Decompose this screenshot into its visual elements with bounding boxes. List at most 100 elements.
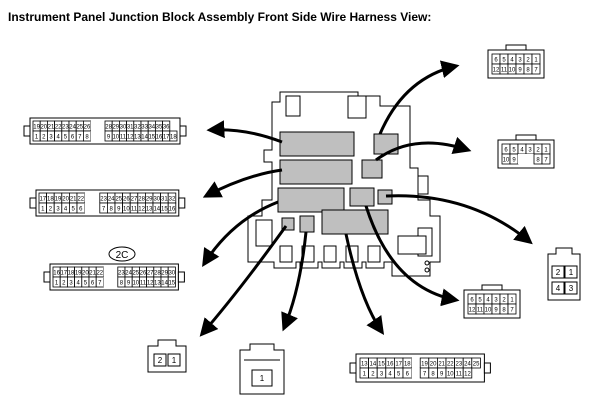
connector-single xyxy=(239,343,285,395)
pin-label: 2 xyxy=(502,298,506,304)
pin-label: 8 xyxy=(536,158,540,164)
arrow-mid-right xyxy=(375,136,472,162)
connector-latch xyxy=(481,284,503,291)
pin-label: 17 xyxy=(60,271,67,277)
pin-label: 13 xyxy=(146,207,153,213)
connector-gap xyxy=(110,267,118,277)
mount-tab-top-left xyxy=(285,95,301,117)
pin-label: 2 xyxy=(42,135,46,141)
pin-label: 7 xyxy=(102,207,106,213)
pin-label: 23 xyxy=(118,271,125,277)
pin-label: 2 xyxy=(371,372,375,378)
socket-bottom-long xyxy=(321,209,389,235)
pin-label: 22 xyxy=(96,271,103,277)
pin-label: 36 xyxy=(163,125,170,131)
pin-label: 6 xyxy=(504,148,508,154)
connector-ear-right xyxy=(179,125,187,137)
pin-label: 16 xyxy=(156,135,163,141)
pin-label: 3 xyxy=(56,207,60,213)
pin-label: 33 xyxy=(141,125,148,131)
pin-label: 14 xyxy=(153,207,160,213)
connector-gap xyxy=(103,267,111,277)
bottom-slot-1 xyxy=(279,245,293,263)
connector-gap xyxy=(92,203,100,213)
pin-label: 7 xyxy=(534,68,538,74)
pin-label: 4 xyxy=(388,372,392,378)
pin-label: 19 xyxy=(33,125,40,131)
pin-label: 18 xyxy=(170,135,177,141)
pin-label: 29 xyxy=(161,271,168,277)
connector-gap xyxy=(90,121,98,131)
socket-mid-left xyxy=(279,159,353,185)
pin-label: 24 xyxy=(69,125,76,131)
pin-label: 2 xyxy=(536,148,540,154)
pin-label: 4 xyxy=(486,298,490,304)
pin-label: 3 xyxy=(518,58,522,64)
pin-label: 20 xyxy=(430,362,437,368)
pin-label: 11 xyxy=(131,207,138,213)
pin-label: 5 xyxy=(72,207,76,213)
connector-latch xyxy=(505,44,527,51)
pin-label: 32 xyxy=(169,197,176,203)
connector-small2 xyxy=(147,339,187,373)
pin-label: 9 xyxy=(512,158,516,164)
connector-gap xyxy=(90,131,98,141)
pin-label: 9 xyxy=(518,68,522,74)
label-2c-text: 2C xyxy=(116,250,129,261)
pin-label: 10 xyxy=(503,158,510,164)
pin-label: 27 xyxy=(147,271,154,277)
pin-label: 6 xyxy=(494,58,498,64)
pin-label: 18 xyxy=(47,197,54,203)
connector-ear-right xyxy=(483,362,491,374)
pin-label: 12 xyxy=(147,281,154,287)
pin-label: 1 xyxy=(35,135,39,141)
pin-label: 9 xyxy=(127,281,131,287)
pin-label: 1 xyxy=(569,268,574,277)
pin-label: 11 xyxy=(501,68,508,74)
pin-label: 25 xyxy=(473,362,480,368)
arrow-single xyxy=(281,231,308,332)
pin-label: 28 xyxy=(105,125,112,131)
connector-gap xyxy=(97,121,105,131)
pin-label: 27 xyxy=(131,197,138,203)
pin-label: 2 xyxy=(526,58,530,64)
bottom-slot-5 xyxy=(367,245,381,263)
pin-label: 19 xyxy=(421,362,428,368)
pin-label: 14 xyxy=(141,135,148,141)
pin-label: 24 xyxy=(108,197,115,203)
pin-label: 2 xyxy=(158,356,163,365)
socket-single xyxy=(299,215,315,233)
pin-label: 1 xyxy=(55,281,59,287)
connector-ear-left xyxy=(23,125,31,137)
pin-label: 7 xyxy=(510,308,514,314)
pin-label: 4 xyxy=(556,284,561,293)
pin-label: 19 xyxy=(55,197,62,203)
pin-label: 34 xyxy=(148,125,155,131)
pin-label: 16 xyxy=(53,271,60,277)
pin-label: 9 xyxy=(440,372,444,378)
pin-label: 8 xyxy=(502,308,506,314)
connector-gap xyxy=(110,277,118,287)
pin-cell xyxy=(95,276,104,288)
label-2c: 2C xyxy=(108,246,136,262)
pin-label: 10 xyxy=(485,308,492,314)
pin-label: 13 xyxy=(361,362,368,368)
pin-label: 8 xyxy=(120,281,124,287)
pin-label: 12 xyxy=(127,135,134,141)
pin-label: 17 xyxy=(395,362,402,368)
pin-label: 14 xyxy=(161,281,168,287)
left-step xyxy=(255,219,273,247)
pin-cell xyxy=(462,367,473,379)
pin-label: 22 xyxy=(55,125,62,131)
socket-right-lower xyxy=(349,187,375,207)
connector-right-4 xyxy=(547,247,581,301)
pin-label: 6 xyxy=(406,372,410,378)
pin-cell xyxy=(167,276,176,288)
connector-gap xyxy=(92,193,100,203)
arrow-small2 xyxy=(199,225,288,337)
pin-label: 3 xyxy=(569,284,574,293)
pin-label: 12 xyxy=(469,308,476,314)
